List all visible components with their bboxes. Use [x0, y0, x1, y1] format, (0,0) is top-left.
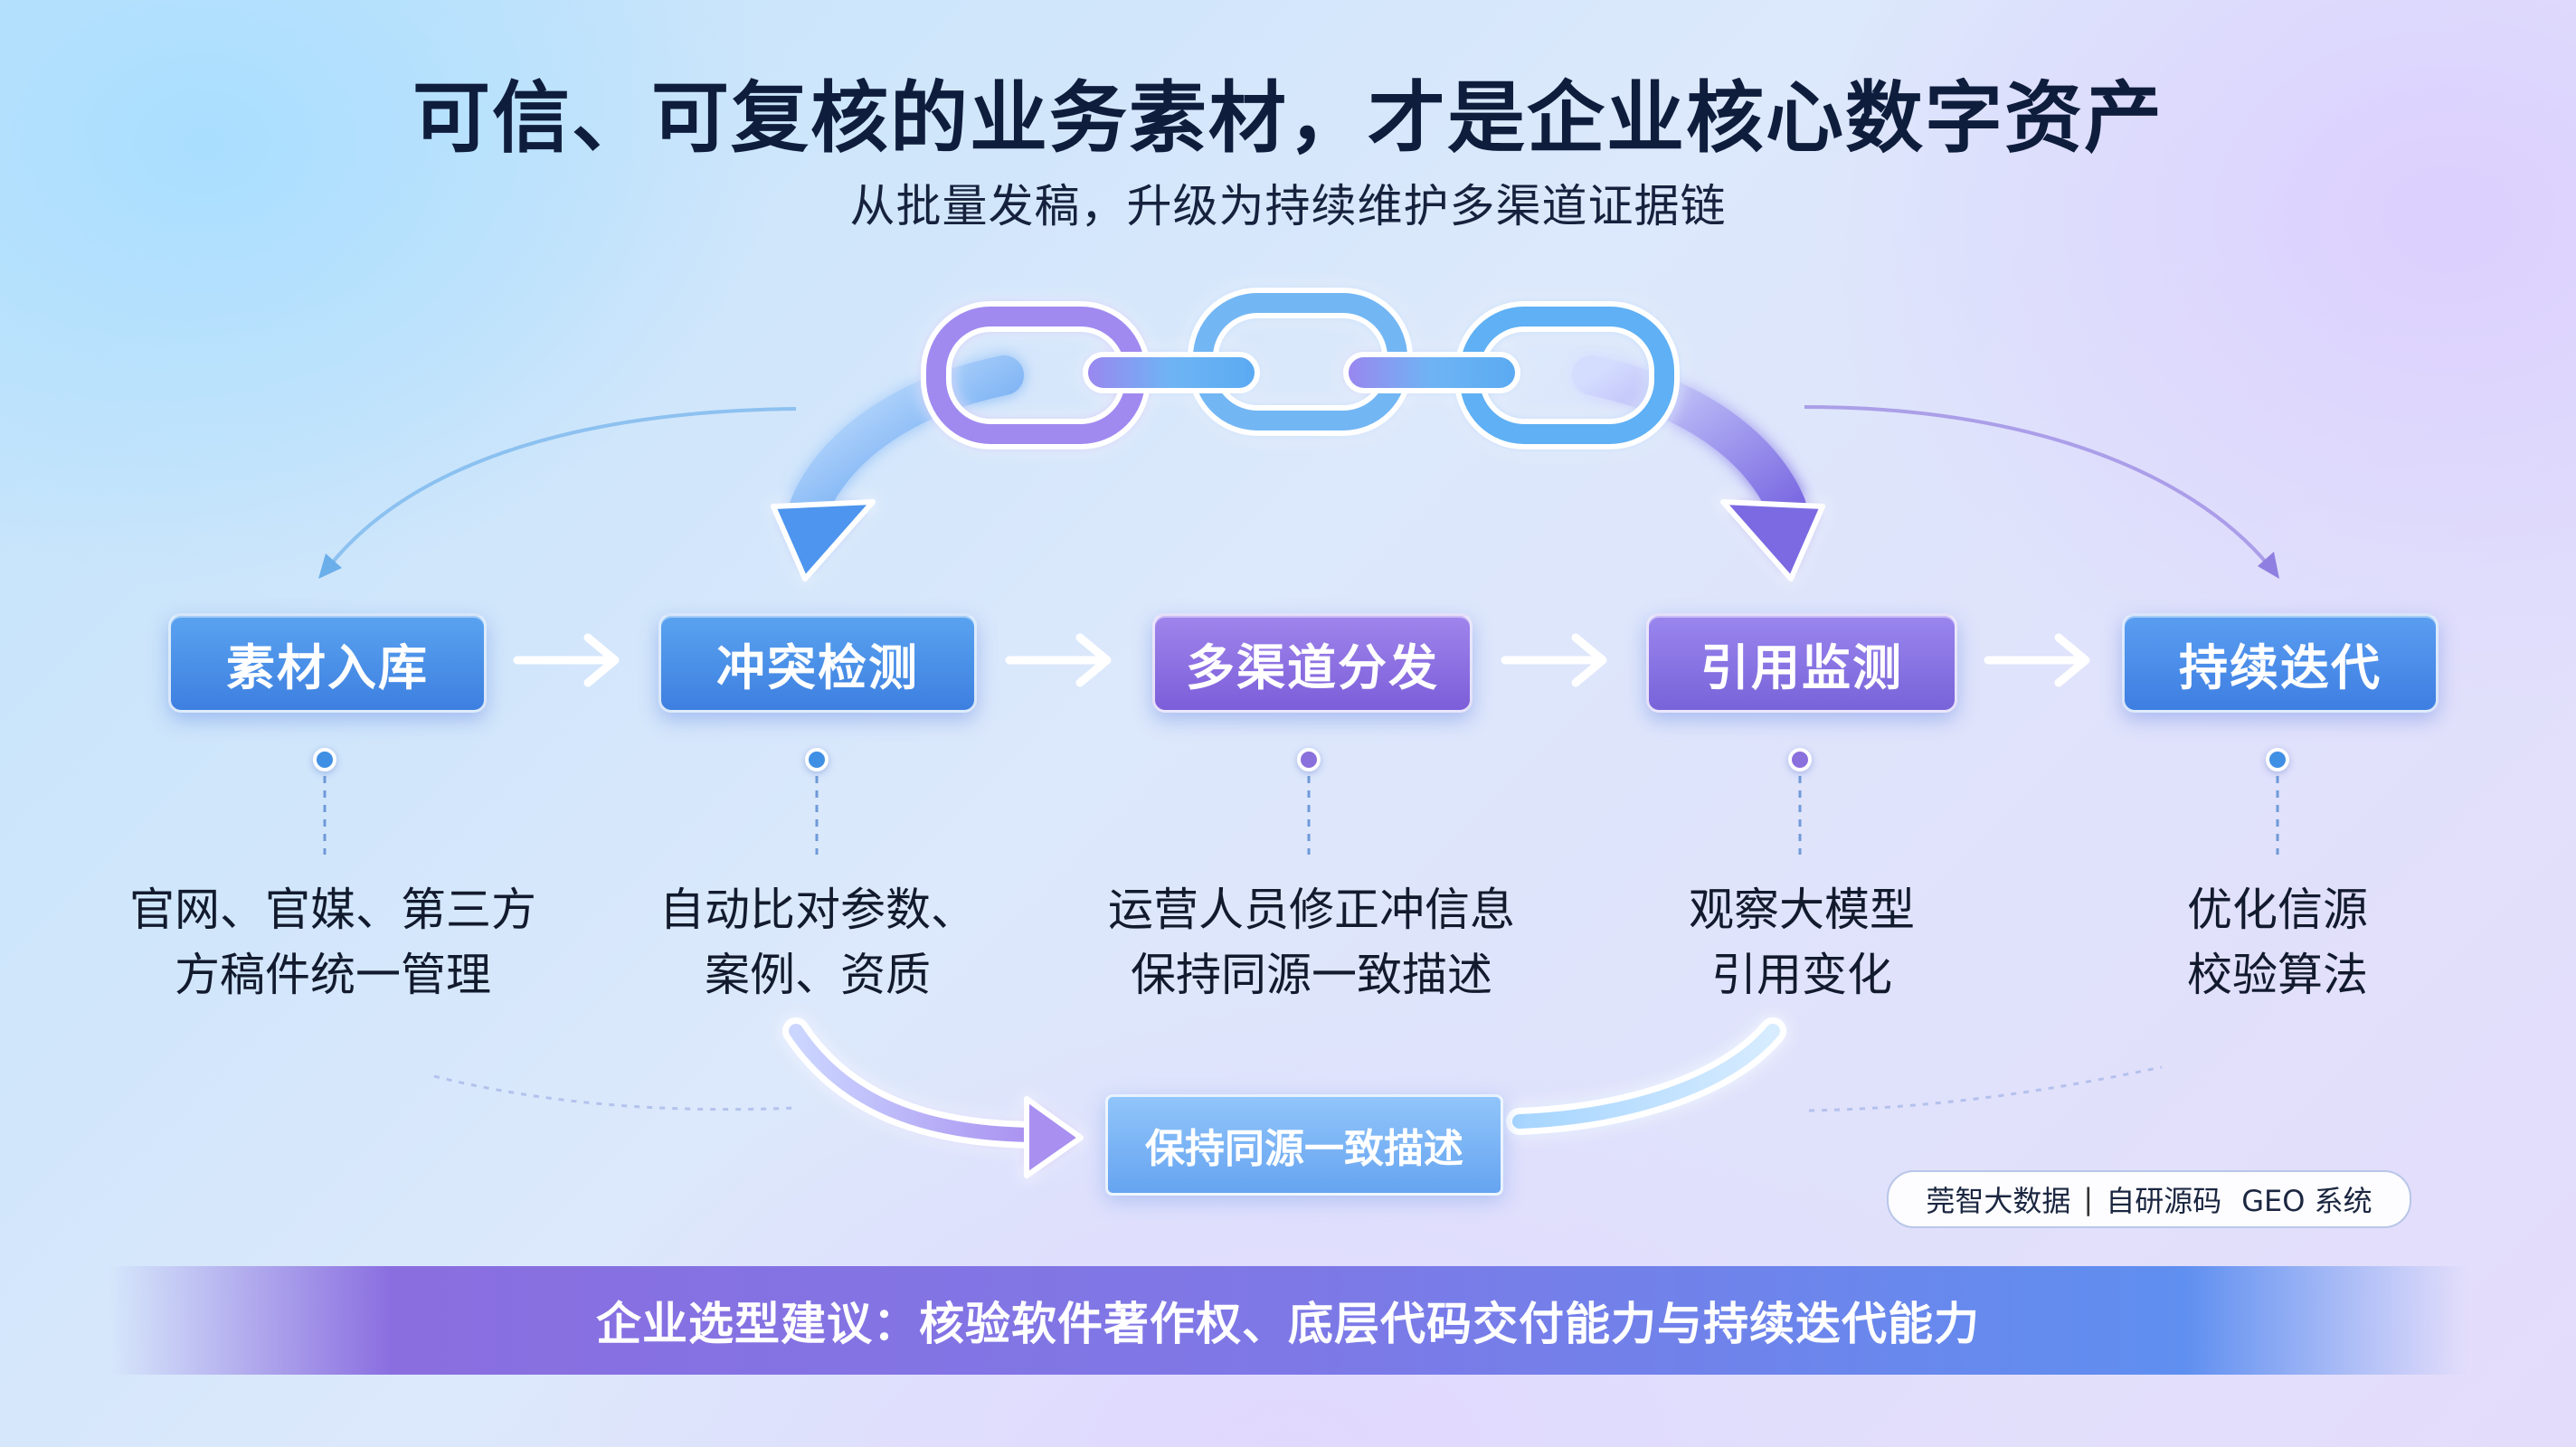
page-subtitle: 从批量发稿，升级为持续维护多渠道证据链	[849, 180, 1727, 232]
dot-marker-icon	[1788, 748, 1812, 771]
chain-link-icon	[921, 288, 1680, 449]
right-arrow-icon	[1501, 633, 1607, 687]
description-line: 官网、官媒、第三方	[129, 884, 536, 936]
right-arrow-icon	[513, 633, 620, 687]
description-line: 运营人员修正冲信息	[1108, 884, 1515, 936]
dashed-connectors	[323, 776, 2279, 855]
step-continuous-iteration: 持续迭代	[2122, 613, 2439, 713]
loop-label-box: 保持同源一致描述	[1105, 1094, 1503, 1196]
dot-marker-icon	[1297, 748, 1321, 771]
dotted-arc-left	[433, 1074, 797, 1111]
description-line: 案例、资质	[705, 949, 931, 1001]
badge-text-1: 自研源码	[2106, 1184, 2222, 1218]
step-description: 自动比对参数、 案例、资质	[582, 877, 1053, 1007]
step-multichannel-distribution: 多渠道分发	[1152, 613, 1473, 713]
arc-left-arrowhead-icon	[318, 553, 342, 579]
dot-marker-icon	[2266, 748, 2289, 771]
outer-arc-right	[1804, 405, 2279, 579]
step-description: 运营人员修正冲信息 保持同源一致描述	[1076, 877, 1547, 1007]
dot-marker-icon	[805, 748, 829, 771]
description-line: 校验算法	[2187, 949, 2368, 1001]
page-title: 可信、可复核的业务素材，才是企业核心数字资产	[412, 73, 2164, 164]
description-line: 观察大模型	[1689, 884, 1915, 936]
step-conflict-detection: 冲突检测	[658, 613, 977, 713]
step-material-ingest: 素材入库	[168, 613, 487, 713]
badge-separator: |	[2083, 1182, 2094, 1216]
recommendation-bar: 企业选型建议：核验软件著作权、底层代码交付能力与持续迭代能力	[109, 1266, 2467, 1375]
dotted-arc-right	[1808, 1065, 2163, 1112]
arc-right-arrowhead-icon	[2258, 552, 2279, 579]
badge-text-2: GEO 系统	[2241, 1184, 2372, 1218]
brand-badge: 莞智大数据 | 自研源码 GEO 系统	[1887, 1170, 2411, 1228]
description-line: 保持同源一致描述	[1131, 949, 1492, 1001]
right-arrow-icon	[1984, 633, 2090, 687]
curved-arrow-icon	[1572, 355, 1825, 582]
badge-brand: 莞智大数据	[1926, 1184, 2071, 1218]
description-line: 自动比对参数、	[659, 884, 976, 936]
loop-arrow-right	[1506, 1017, 1786, 1135]
step-description: 官网、官媒、第三方 方稿件统一管理	[98, 877, 568, 1007]
description-line: 优化信源	[2187, 884, 2368, 936]
step-citation-monitoring: 引用监测	[1646, 613, 1957, 713]
outer-arc-left	[318, 407, 797, 579]
right-arrow-icon	[1005, 633, 1112, 687]
description-line: 方稿件统一管理	[175, 949, 491, 1001]
curved-arrow-icon	[771, 355, 1024, 582]
step-description: 优化信源 校验算法	[2042, 877, 2513, 1007]
loop-arrow-left	[782, 1017, 1084, 1178]
dot-marker-icon	[313, 748, 336, 771]
description-line: 引用变化	[1711, 949, 1892, 1001]
step-description: 观察大模型 引用变化	[1567, 877, 2037, 1007]
